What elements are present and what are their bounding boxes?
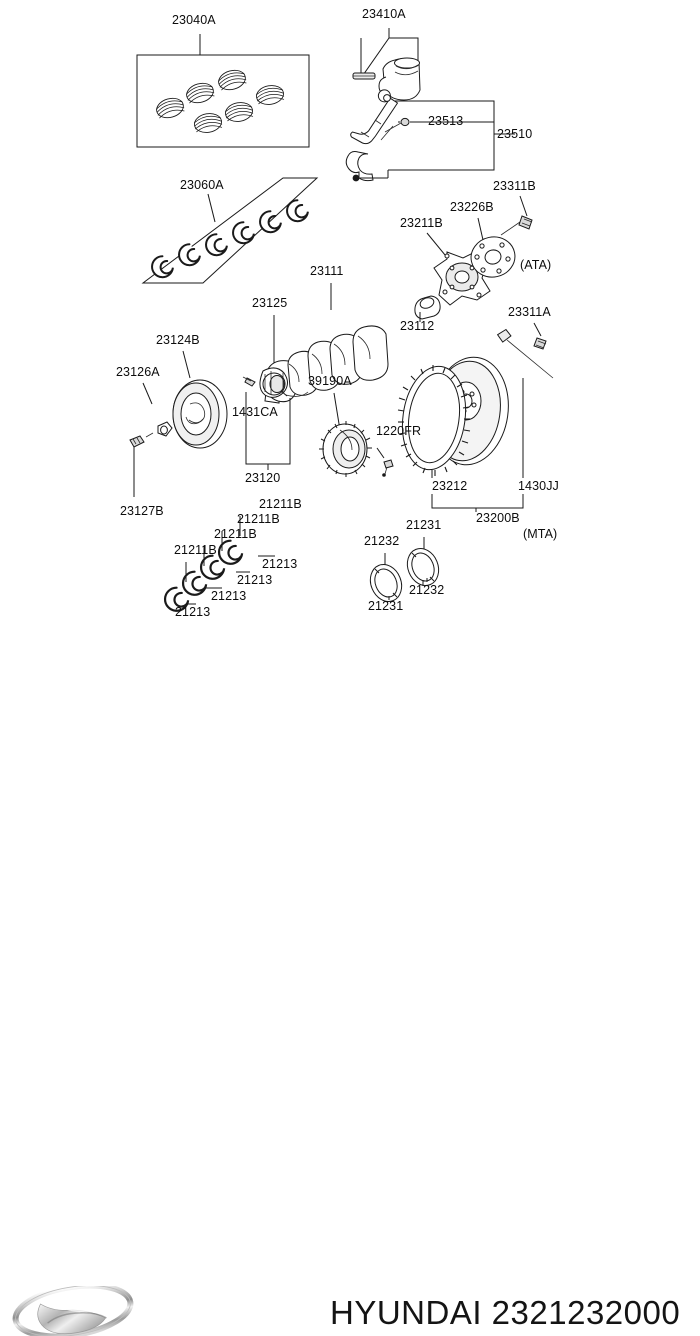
callout-pulley-bolt: 23127B — [120, 504, 164, 518]
callout-drive-plate: 23211B — [400, 216, 443, 230]
callout-main-bearing-up-1: 21211B — [174, 543, 217, 557]
main-bearing-pair — [181, 546, 222, 596]
piston-ring-set-group — [136, 34, 310, 148]
callout-crankshaft: 23111 — [310, 264, 344, 278]
crank-pulley-group — [129, 350, 228, 497]
piston-pin — [352, 72, 376, 80]
flywheel-pin — [496, 328, 554, 379]
callout-sensor-wheel-bolt: 1220FR — [376, 424, 422, 438]
callout-driveplate-bolt-b: 23311B — [493, 179, 536, 193]
timing-sprocket — [259, 367, 288, 398]
sensor-wheel — [319, 421, 372, 477]
crank-pulley — [172, 379, 228, 449]
sprocket-key — [242, 376, 256, 387]
callout-conrod-bolt: 23513 — [428, 114, 464, 128]
pulley-bolt — [129, 432, 154, 448]
callout-thrust-washer-b-bot: 21232 — [409, 583, 445, 597]
callout-ata-note: (ATA) — [520, 258, 552, 272]
main-bearings-group — [163, 516, 275, 612]
callout-thrust-washer-b-top: 21231 — [406, 518, 442, 532]
callout-main-bearing-strip: 23060A — [180, 178, 224, 192]
flywheel-group — [397, 322, 554, 512]
callout-crank-key: 23125 — [252, 296, 288, 310]
ring-gear — [397, 365, 471, 476]
callout-pilot-bushing: 23112 — [400, 319, 435, 333]
callout-thrust-washer-a-bot: 21231 — [368, 599, 404, 613]
callout-main-bearing-lo-4: 21213 — [262, 557, 298, 571]
callout-sprocket-key: 1431CA — [232, 405, 278, 419]
main-bearing-pair — [199, 531, 250, 580]
pulley-washer — [157, 421, 173, 437]
thrust-washer — [406, 537, 440, 586]
main-bearing-pair — [163, 562, 196, 612]
flywheel-bolt — [533, 322, 547, 350]
drive-plate-group — [414, 195, 533, 322]
callout-timing-sprocket: 23120 — [245, 471, 281, 485]
pilot-bushing — [414, 295, 441, 322]
callout-thrust-washer-a-top: 21232 — [364, 534, 400, 548]
callout-pulley-washer: 23126A — [116, 365, 160, 379]
callout-flywheel-assembly: 23200B — [476, 511, 520, 525]
hyundai-logo — [12, 1286, 134, 1336]
piston-group — [352, 28, 421, 101]
drive-plate-bolt — [518, 215, 533, 230]
callout-flywheel-pin: 1430JJ — [518, 479, 559, 493]
thrust-washer — [369, 553, 403, 602]
adapter-plate — [470, 236, 516, 278]
footer-bar: HYUNDAI 2321232000 — [0, 640, 700, 1336]
sensor-wheel-bolt — [376, 447, 394, 477]
piston-body — [378, 57, 421, 101]
callout-sensor-wheel: 39190A — [308, 374, 352, 388]
callout-crank-pulley: 23124B — [156, 333, 200, 347]
callout-ring-set: 23040A — [172, 13, 216, 27]
callout-piston: 23410A — [362, 7, 406, 21]
connecting-rod — [350, 89, 399, 145]
bearing-strip-group — [141, 177, 319, 284]
callout-main-bearing-up-3: 21211B — [237, 512, 280, 526]
callout-ring-gear: 23212 — [432, 479, 468, 493]
callout-main-bearing-lo-2: 21213 — [211, 589, 247, 603]
connecting-rod-cap — [345, 151, 389, 182]
callout-main-bearing-lo-3: 21213 — [237, 573, 273, 587]
callout-adapter-plate: 23226B — [450, 200, 494, 214]
callout-flywheel-bolt-a: 23311A — [508, 305, 551, 319]
thrust-washer-group — [369, 537, 440, 602]
parts-diagram: .ln {stroke:#1a1a1a;stroke-width:1;fill:… — [129, 28, 554, 612]
timing-sprocket-group — [242, 367, 291, 470]
connecting-rod-bolt — [380, 117, 410, 141]
callout-main-bearing-lo-1: 21213 — [175, 605, 211, 619]
callout-mta-note: (MTA) — [523, 527, 558, 541]
callout-main-bearing-up-2: 21211B — [214, 527, 257, 541]
connecting-rod-group — [345, 89, 515, 182]
sensor-wheel-group — [319, 392, 394, 477]
callout-main-bearing-up-4: 21211B — [259, 497, 302, 511]
part-number-text: HYUNDAI 2321232000 — [330, 1294, 681, 1331]
callout-conrod-assembly: 23510 — [497, 127, 533, 141]
